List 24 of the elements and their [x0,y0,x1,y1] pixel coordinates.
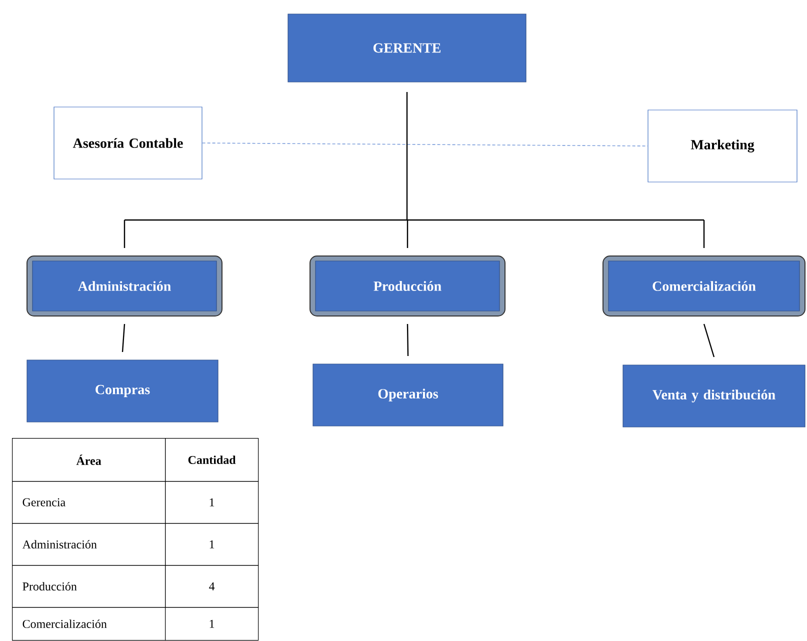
org-box: Producción [310,256,506,316]
table-cell: Gerencia [12,481,166,524]
dashed-connector [202,142,648,146]
org-box: Administración [26,256,222,316]
table-cell: Área [12,438,166,482]
org-box: Venta y distribución [622,364,806,428]
connector-line [406,324,409,356]
table-cell: 4 [165,565,259,608]
table-cell: Administración [12,523,166,566]
org-box: GERENTE [288,14,526,82]
org-box: Operarios [312,364,504,426]
org-box: Comercialización [602,256,806,316]
table-cell: Producción [12,565,166,608]
table-cell: 1 [165,481,259,524]
table-cell: 1 [165,607,259,641]
advisory-box: Asesoría Contable [54,106,202,180]
advisory-box: Marketing [648,110,798,182]
connector-line [122,324,126,352]
org-box: Compras [26,360,218,422]
table-cell: 1 [165,523,259,566]
connector-line [703,324,715,358]
connector-line [124,91,705,249]
table-cell: Cantidad [165,438,259,482]
table-cell: Comercialización [12,607,166,641]
